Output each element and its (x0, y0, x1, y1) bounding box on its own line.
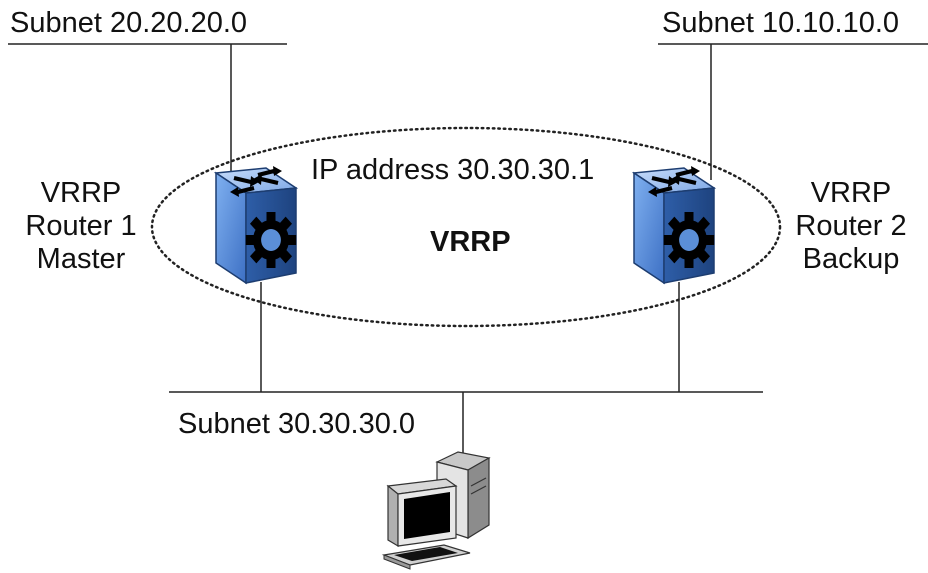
router-1-protocol: VRRP (40, 177, 122, 209)
subnet-10-label: Subnet 10.10.10.0 (662, 7, 900, 39)
workstation-icon (381, 451, 491, 570)
vrrp-group-ellipse (150, 126, 782, 328)
router-2-icon (632, 164, 716, 285)
virtual-ip-label: IP address 30.30.30.1 (311, 154, 595, 186)
router-2-protocol: VRRP (810, 177, 892, 209)
router-2-role: Backup (802, 242, 900, 275)
router-1-icon (214, 164, 298, 285)
subnet-30-label: Subnet 30.30.30.0 (178, 408, 416, 440)
router-1-name: Router 1 (25, 209, 137, 242)
router-2-label: VRRP Router 2 Backup (786, 177, 916, 275)
subnet-20-label: Subnet 20.20.20.0 (10, 7, 248, 39)
vrrp-label: VRRP (430, 226, 511, 258)
router-1-role: Master (36, 242, 126, 275)
router-2-name: Router 2 (795, 209, 907, 242)
router-1-label: VRRP Router 1 Master (16, 177, 146, 275)
